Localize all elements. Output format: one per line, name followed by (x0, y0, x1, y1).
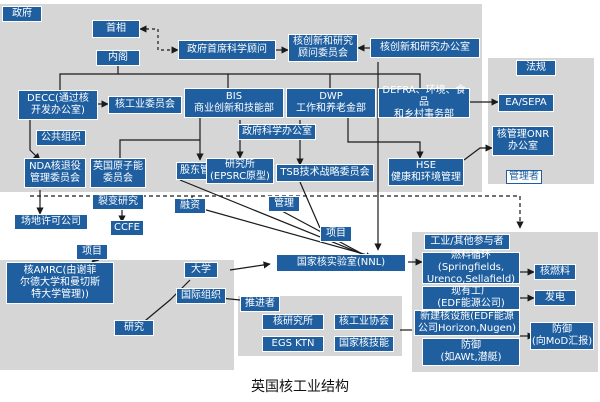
line-cabinet-bar (59, 66, 119, 90)
hse-box: HSE 健康和环境管理 (388, 158, 464, 186)
bis-box: BIS 商业创新和技能部 (184, 88, 284, 118)
research-box: 研究 (114, 320, 154, 336)
government-label: 政府 (2, 6, 42, 22)
gcsa-box: 政府首席科学顾问 (178, 40, 276, 60)
figure-caption: 英国核工业结构 (251, 379, 349, 395)
line-tsb-project (299, 181, 321, 229)
project-box: 项目 (76, 244, 108, 260)
finance-box: 融资 (174, 198, 206, 214)
defence-mod-box: 防御 (向MoD汇报) (530, 322, 594, 350)
nia-box: 核工业协会 (334, 314, 394, 330)
ea-box: EA/SEPA (498, 94, 554, 112)
research-inst-box: 研究所 (EPSRC原型) (206, 158, 274, 184)
ccfe-box: CCFE (110, 220, 144, 236)
line-univ-nnl (229, 261, 271, 271)
defra-box: DEFRA、环境、食品 和乡村事务部 (378, 85, 470, 120)
nuclear-fuel-box: 核燃料 (534, 264, 576, 280)
university-box: 大学 (184, 262, 218, 278)
defence-item-box: 防御 (如AWt,潜艇) (422, 338, 520, 366)
line-shareholder-nnl (179, 179, 373, 259)
egs-ktn-box: EGS KTN (262, 336, 324, 352)
line-decc-nda (29, 120, 41, 161)
existing-plants-box: 现有工厂 (EDF能源公司) (422, 286, 520, 310)
nnl-box: 国家核实验室(NNL) (276, 254, 406, 272)
nsan-box: 国家核技能 (334, 336, 394, 352)
fuel-cycle-box: 燃料循环(Springfields, Urenco,Sellafield) (422, 250, 520, 285)
line-dwp-hse (347, 118, 424, 159)
amrc-box: 核AMRC(由谢菲 尔德大学和曼切斯 特大学管理)) (6, 262, 114, 304)
cabinet-box: 内阁 (96, 50, 140, 66)
decc-box: DECC(通过核 开发办公室) (18, 90, 98, 120)
line-bar-dwp (228, 73, 331, 88)
management-box: 管理 (268, 196, 300, 212)
line-bis-down (119, 118, 201, 158)
new-build-box: 新建核设施(EDF能源 公司Horizon,Nugen) (414, 310, 520, 336)
regulation-label: 法规 (516, 60, 556, 76)
onr-box: 核管理ONR 办公室 (492, 126, 554, 156)
ukaea-box: 英国原子能 委员会 (90, 158, 146, 188)
regulator-label: 管理者 (506, 170, 542, 184)
tsb-box: TSB技术战略委员会 (276, 164, 374, 182)
line-pm-gcsa (139, 25, 179, 54)
gov-sci-office-box: 政府科学办公室 (238, 124, 316, 140)
nri-box: 核研究所 (262, 314, 324, 330)
nirab-office-box: 核创新和研究办公室 (370, 38, 480, 58)
nda-box: NDA核退役 管理委员会 (24, 158, 86, 188)
line-regulator (30, 195, 524, 229)
intl-org-box: 国际组织 (176, 288, 226, 304)
project2-box: 项目 (320, 226, 352, 242)
dwp-box: DWP 工作和养老金部 (286, 88, 376, 118)
public-org-box: 公共组织 (36, 130, 86, 146)
line-hse-onr (463, 144, 493, 161)
nic-box: 核工业委员会 (108, 96, 182, 114)
line-bar-bis (118, 73, 229, 88)
industry-title-box: 工业/其他参与者 (424, 234, 510, 250)
fusion-box: 裂变研究 (92, 194, 144, 210)
regulation-region (488, 58, 594, 184)
pm-box: 首相 (92, 20, 140, 38)
site-license-box: 场地许可公司 (14, 214, 88, 230)
promoters-box: 推进者 (240, 296, 280, 312)
power-box: 发电 (534, 290, 576, 306)
nirab-box: 核创新和研究 顾问委员会 (288, 34, 358, 62)
line-bar-defra (330, 73, 421, 88)
